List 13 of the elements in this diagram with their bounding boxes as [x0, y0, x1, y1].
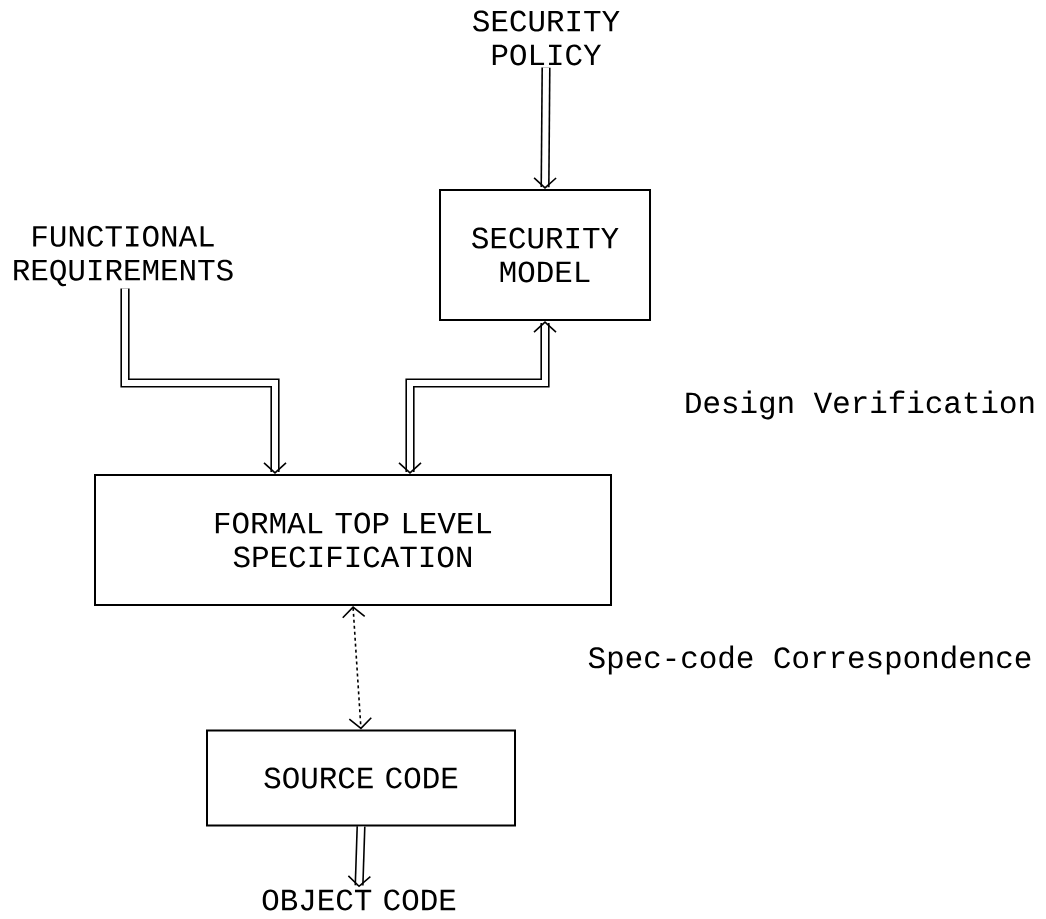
arrow [341, 606, 373, 730]
stage-label: Spec-code Correspondence [588, 645, 1031, 675]
input-label: SECURITY POLICY [473, 10, 620, 66]
stage-label: Design Verification [686, 390, 1034, 420]
process-box: SECURITY MODEL [439, 189, 651, 321]
arrow [533, 67, 557, 189]
arrow [398, 321, 557, 474]
output-label: OBJECT CODE [262, 889, 456, 911]
arrow [347, 826, 372, 888]
input-label: FUNCTIONAL REQUIREMENTS [14, 225, 233, 287]
process-box: FORMAL TOP LEVEL SPECIFICATION [94, 474, 612, 606]
process-box: SOURCE CODE [206, 729, 516, 827]
arrow [120, 288, 287, 474]
